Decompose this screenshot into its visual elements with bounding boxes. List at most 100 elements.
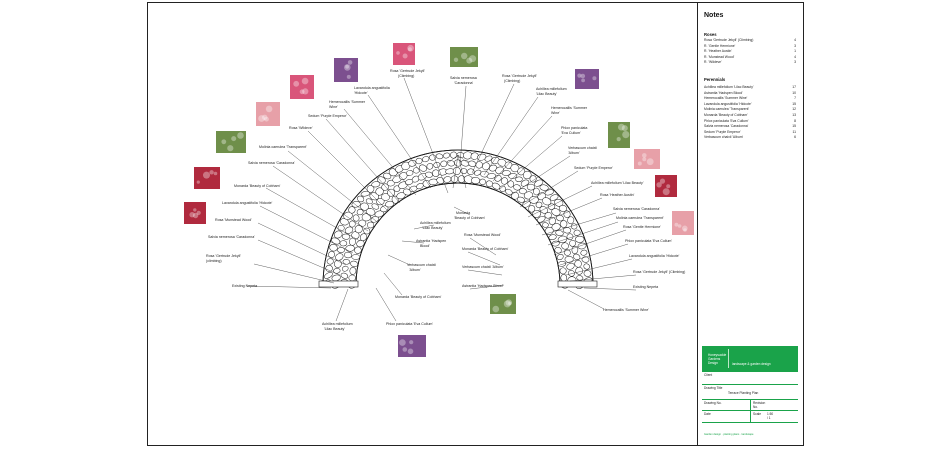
photo-flower (503, 300, 511, 308)
photo-flower (221, 139, 227, 145)
leader-line (559, 243, 629, 266)
paving-stone (515, 176, 523, 182)
plant-label: 'Hidcote' (354, 91, 368, 95)
photo-flower (508, 301, 512, 305)
paving-stone (328, 251, 335, 258)
right-labels: Rosa 'Gertrude Jekyll' (Climbing) Achill… (462, 74, 685, 312)
paving-stone (551, 223, 561, 231)
plant-name: Astrantia 'Hadspen Blood' (704, 90, 743, 95)
plant-label: Verbascum chaixii (407, 263, 436, 267)
leader-line (403, 77, 449, 194)
date-label: Date (704, 412, 711, 416)
leader-line (401, 240, 425, 244)
plant-label: Phlox paniculata 'Eva Cullum' (625, 239, 672, 243)
leader-line (567, 289, 605, 310)
photo-flower (301, 77, 309, 85)
plant-label: 'Beauty of Cobham' (454, 216, 485, 220)
leader-line (553, 229, 627, 256)
photo-flower (196, 210, 201, 215)
paving-stone (526, 183, 535, 191)
paving-stone (345, 244, 355, 252)
leader-line (367, 94, 432, 189)
photo-flower (189, 212, 195, 218)
left-labels: Rosa 'Gertrude Jekyll' (Climbing) Salvia… (206, 69, 485, 331)
leader-line (527, 185, 593, 218)
plant-label: Lavandula angustifolia 'Hidcote' (629, 254, 680, 258)
paving-stone (479, 178, 486, 186)
paving-stone (529, 196, 539, 204)
paving-stone (508, 173, 518, 179)
paving-stone (544, 189, 554, 196)
plant-name: Lavandula angustifolia 'Hidcote' (704, 101, 752, 106)
note-row: R. 'Gentle Hermione'3 (704, 44, 796, 50)
plant-photo (490, 294, 516, 314)
paving-stone (356, 209, 364, 216)
plant-name: R. 'Heather Austin' (704, 49, 732, 54)
photo-flower (265, 105, 273, 113)
leader-line (272, 165, 369, 232)
paving-stone (429, 154, 437, 161)
plant-label: Monarda 'Beauty of Cobham' (395, 295, 442, 299)
paving-stone (329, 244, 338, 252)
paving-stone (560, 220, 568, 228)
paving-stone (357, 195, 365, 203)
plant-label: Molinia caerulea 'Transparent' (616, 216, 664, 220)
paving-stone (349, 267, 357, 275)
drawing-number-label: Drawing No. (704, 401, 722, 405)
leader-line (469, 284, 505, 290)
note-row: R. 'Heather Austin'1 (704, 49, 796, 55)
plant-photo (194, 167, 220, 189)
photo-flower (622, 131, 630, 139)
drawing-title-value: Terrace Planting Plan (728, 391, 759, 395)
paving-stone (547, 203, 556, 210)
paving-stone (334, 230, 343, 239)
plant-quantity: 3 (794, 60, 796, 65)
scale-cell: Scale 1:50 / 1 (750, 411, 773, 423)
paving-stone (340, 272, 349, 279)
leader-line (247, 285, 332, 289)
leader-line (447, 154, 459, 164)
photo-flower (407, 47, 412, 52)
plant-label: Phlox paniculata (561, 126, 587, 130)
paving-stone (513, 184, 521, 191)
title-block: Honeysuckle Gardens Design landscape & g… (702, 346, 798, 442)
paving-stone (342, 259, 351, 265)
leader-lines (247, 77, 637, 322)
plant-label: Rosa 'Gentle Hermione' (623, 225, 661, 229)
paving-stone (522, 170, 532, 180)
paving-stone (377, 176, 386, 184)
terrace-planting-plan: Rosa 'Gertrude Jekyll' (Climbing) Salvia… (184, 43, 694, 357)
plant-label: Rosa 'Wildeve' (289, 126, 313, 130)
plant-photo (393, 43, 415, 65)
paving-stone (343, 211, 353, 220)
divider (728, 349, 729, 368)
photo-flower (258, 115, 265, 122)
photo-flower (577, 73, 582, 78)
leader-line (467, 269, 503, 276)
photo-flower (469, 55, 477, 63)
plant-quantity: 13 (792, 112, 796, 117)
paving-stone (501, 170, 511, 176)
photo-flower (407, 44, 414, 52)
paving-stone (564, 256, 574, 263)
photo-flower (674, 222, 679, 227)
paving-stone (484, 155, 493, 162)
paving-stone (352, 214, 360, 222)
plant-label: Rosa 'Gertrude Jekyll' (206, 254, 241, 258)
paving-stone (561, 242, 569, 250)
paving-stone (573, 229, 581, 236)
plant-label: Achillea millefolium 'Lilac Beauty' (591, 181, 644, 185)
paving-stone (363, 227, 371, 235)
photo-flower (402, 53, 408, 59)
roses-heading: Roses (704, 32, 717, 37)
plant-label: (climbing) (206, 259, 222, 263)
paving-stone (573, 253, 581, 261)
paving-stone (475, 161, 483, 169)
paving-stone (570, 223, 578, 230)
paving-stone (422, 156, 430, 163)
photo-flower (580, 73, 586, 79)
plant-name: Sedum 'Purple Emperor' (704, 129, 741, 134)
leader-line (457, 154, 467, 189)
leader-line (483, 96, 539, 176)
plant-quantity: 15 (792, 101, 796, 106)
